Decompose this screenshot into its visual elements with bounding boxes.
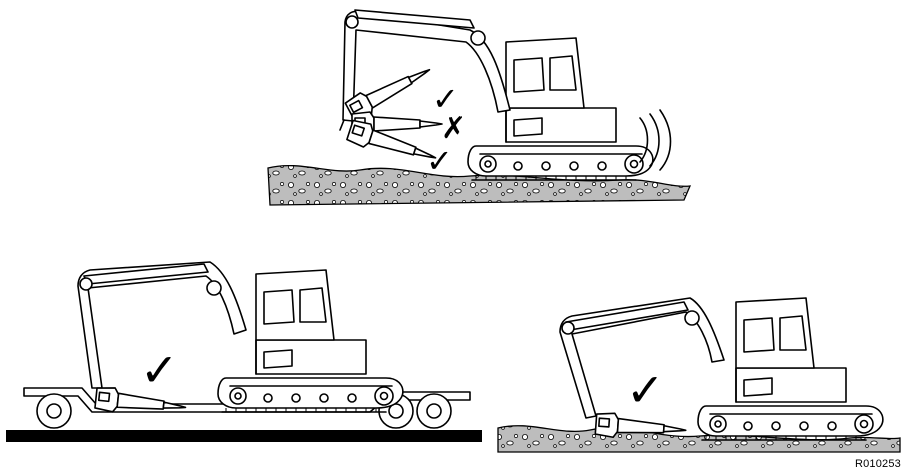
panel-ground: ✓ — [498, 298, 900, 452]
figure-reference-code: R010253 — [855, 458, 901, 470]
road-surface — [6, 430, 482, 442]
ok-mark-top-lower: ✓ — [426, 142, 453, 180]
excavator-top — [468, 38, 653, 180]
excavator-trailer — [218, 270, 403, 412]
excavator-ground — [698, 298, 883, 440]
ok-mark-ground: ✓ — [626, 363, 665, 417]
ok-mark-trailer: ✓ — [140, 343, 179, 397]
panel-trailer: ✓ — [6, 262, 482, 442]
wrong-mark-top-middle: ✗ — [441, 111, 466, 146]
panel-top: ✓ ✗ ✓ — [268, 10, 690, 205]
